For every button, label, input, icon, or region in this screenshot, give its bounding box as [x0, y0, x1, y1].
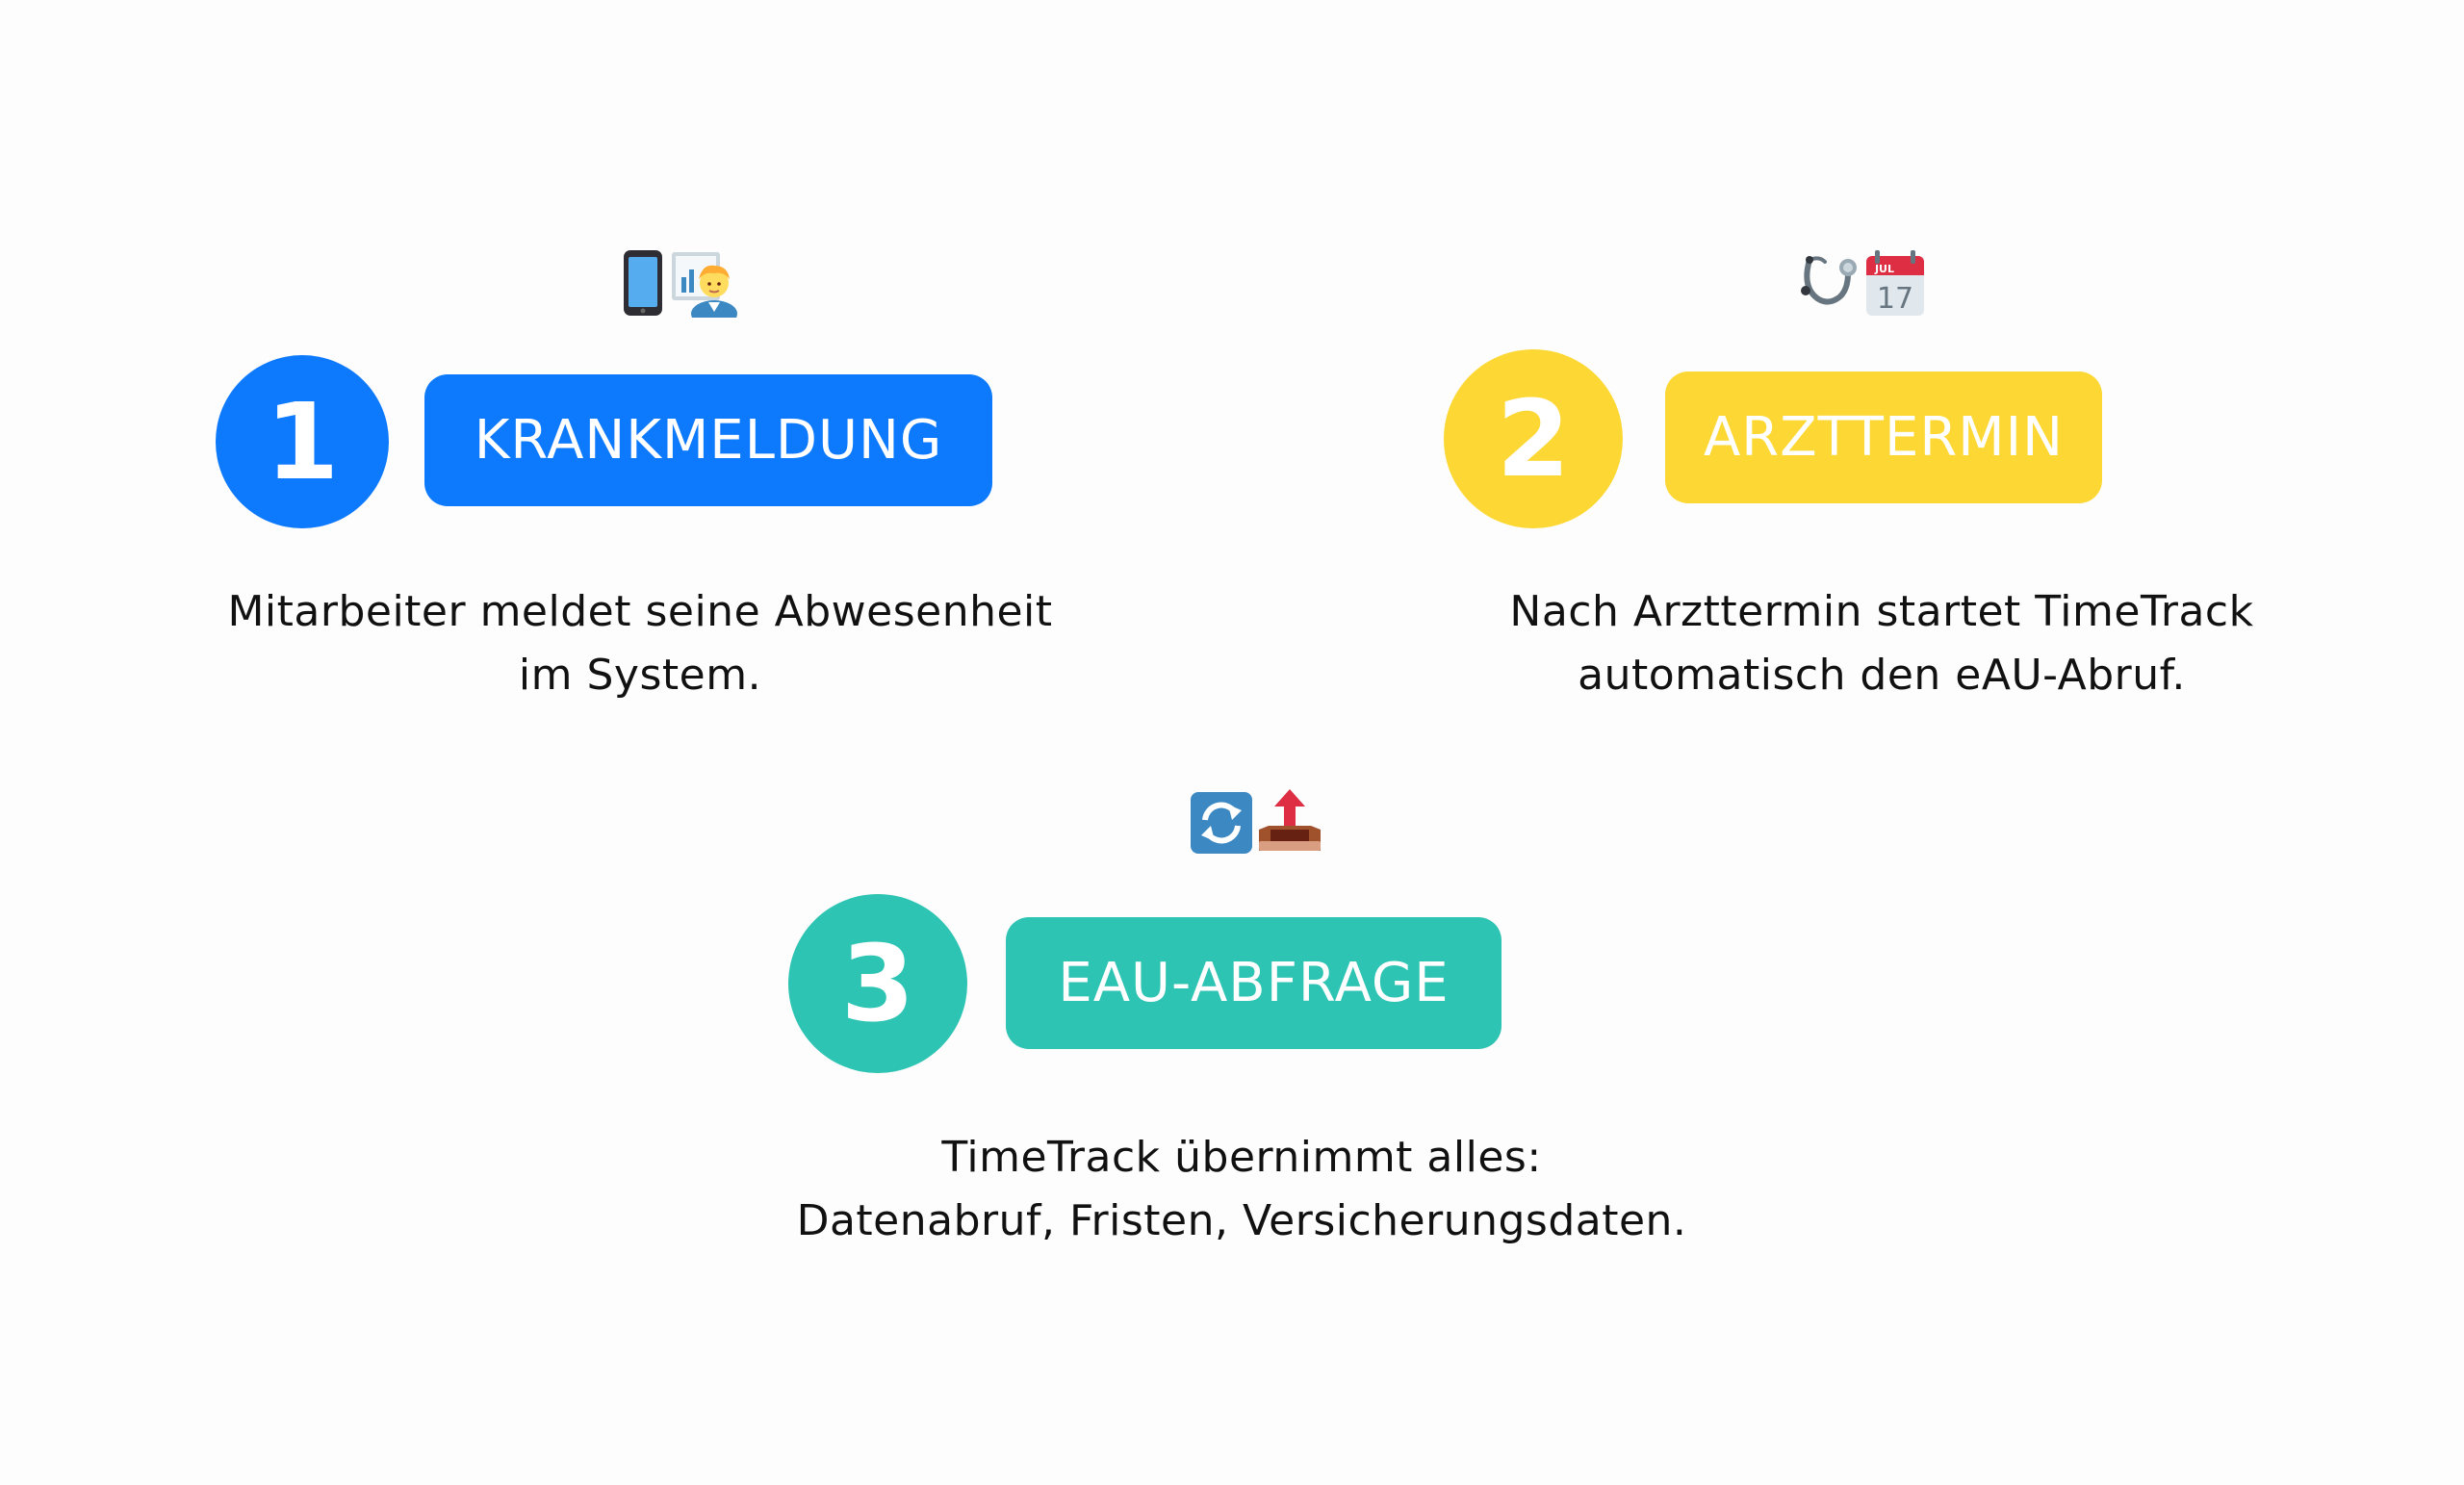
step-2-description-line-1: Nach Arzttermin startet TimeTrack: [1509, 587, 2254, 636]
step-2-number-badge: 2: [1444, 349, 1623, 528]
outbox-tray-icon: [1257, 787, 1322, 855]
step-2-label-badge: ARZTTERMIN: [1665, 371, 2102, 503]
calendar-month: JUL: [1874, 263, 1894, 275]
step-1-description-line-1: Mitarbeiter meldet seine Abwesenheit: [227, 587, 1053, 636]
office-worker-icon: [668, 248, 737, 318]
step-3-icons: [1190, 787, 1322, 855]
step-3-description-line-1: TimeTrack übernimmt alles:: [941, 1133, 1542, 1182]
step-3-label-badge: EAU-ABFRAGE: [1006, 917, 1502, 1049]
step-1-label-badge: KRANKMELDUNG: [424, 374, 992, 506]
calendar-day: 17: [1877, 282, 1913, 316]
stethoscope-icon: [1798, 248, 1860, 318]
step-1-icons: [622, 248, 737, 318]
mobile-phone-icon: [622, 248, 664, 318]
step-3-number-badge: 3: [788, 894, 967, 1073]
calendar-icon: JUL 17: [1863, 248, 1927, 318]
step-1-number-badge: 1: [216, 355, 389, 528]
step-3-description: TimeTrack übernimmt alles: Datenabruf, F…: [654, 1126, 1829, 1253]
step-3-description-line-2: Datenabruf, Fristen, Versicherungsdaten.: [796, 1196, 1687, 1245]
step-2-description-line-2: automatisch den eAU-Abruf.: [1578, 651, 2186, 700]
refresh-icon: [1190, 791, 1253, 855]
step-1-description: Mitarbeiter meldet seine Abwesenheit im …: [135, 580, 1145, 707]
step-2-icons: JUL 17: [1798, 248, 1927, 318]
step-1-description-line-2: im System.: [518, 651, 762, 700]
step-2-description: Nach Arzttermin startet TimeTrack automa…: [1386, 580, 2377, 707]
